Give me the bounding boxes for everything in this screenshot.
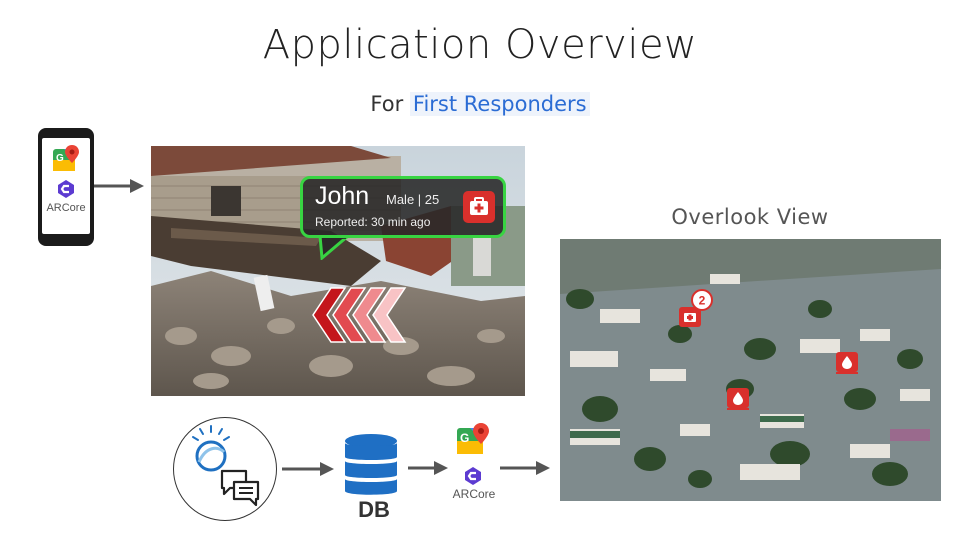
database-label: DB [358,497,390,522]
arcore-icon [58,180,74,198]
victim-name: John [315,182,370,210]
water-marker-icon-2[interactable] [725,386,751,412]
victim-meta: Male | 25 [386,192,440,207]
page-title: Application Overview [262,22,698,68]
subtitle-prefix: For [370,92,404,116]
arrow-app-to-overlook [500,461,550,475]
arrow-db-to-app [408,461,448,475]
water-marker-icon[interactable] [834,350,860,376]
arcore-label-2: ARCore [452,487,496,501]
medical-marker-icon[interactable] [677,305,705,331]
svg-text:G: G [56,153,64,164]
callout-tail [318,236,351,260]
victim-callout[interactable]: John Male | 25 Reported: 30 min ago [300,176,506,238]
google-maps-icon: G [53,145,79,171]
watson-assistant-circle [173,417,277,521]
ibm-watson-icon [192,425,230,472]
arrow-phone-to-photo [94,179,144,193]
phone-device: G ARCore [38,128,94,246]
phone-screen: G ARCore [42,138,90,234]
chat-bubbles-icon [220,469,260,507]
cluster-count-badge: 2 [691,289,713,311]
first-aid-icon [463,191,495,223]
cluster-count: 2 [699,294,706,308]
arcore-label: ARCore [46,202,86,214]
flood-aerial-photo [560,239,941,501]
arrow-watson-to-db [282,462,334,476]
victim-reported-time: Reported: 30 min ago [315,215,431,229]
database-icon [345,434,397,495]
arcore-icon-2 [465,467,481,485]
subtitle-highlight: First Responders [409,92,590,116]
svg-text:G: G [460,431,469,445]
page-subtitle: For First Responders [0,92,960,116]
direction-chevrons [312,287,407,343]
overlook-view-label: Overlook View [671,205,829,229]
google-maps-icon-2: G [457,423,489,454]
